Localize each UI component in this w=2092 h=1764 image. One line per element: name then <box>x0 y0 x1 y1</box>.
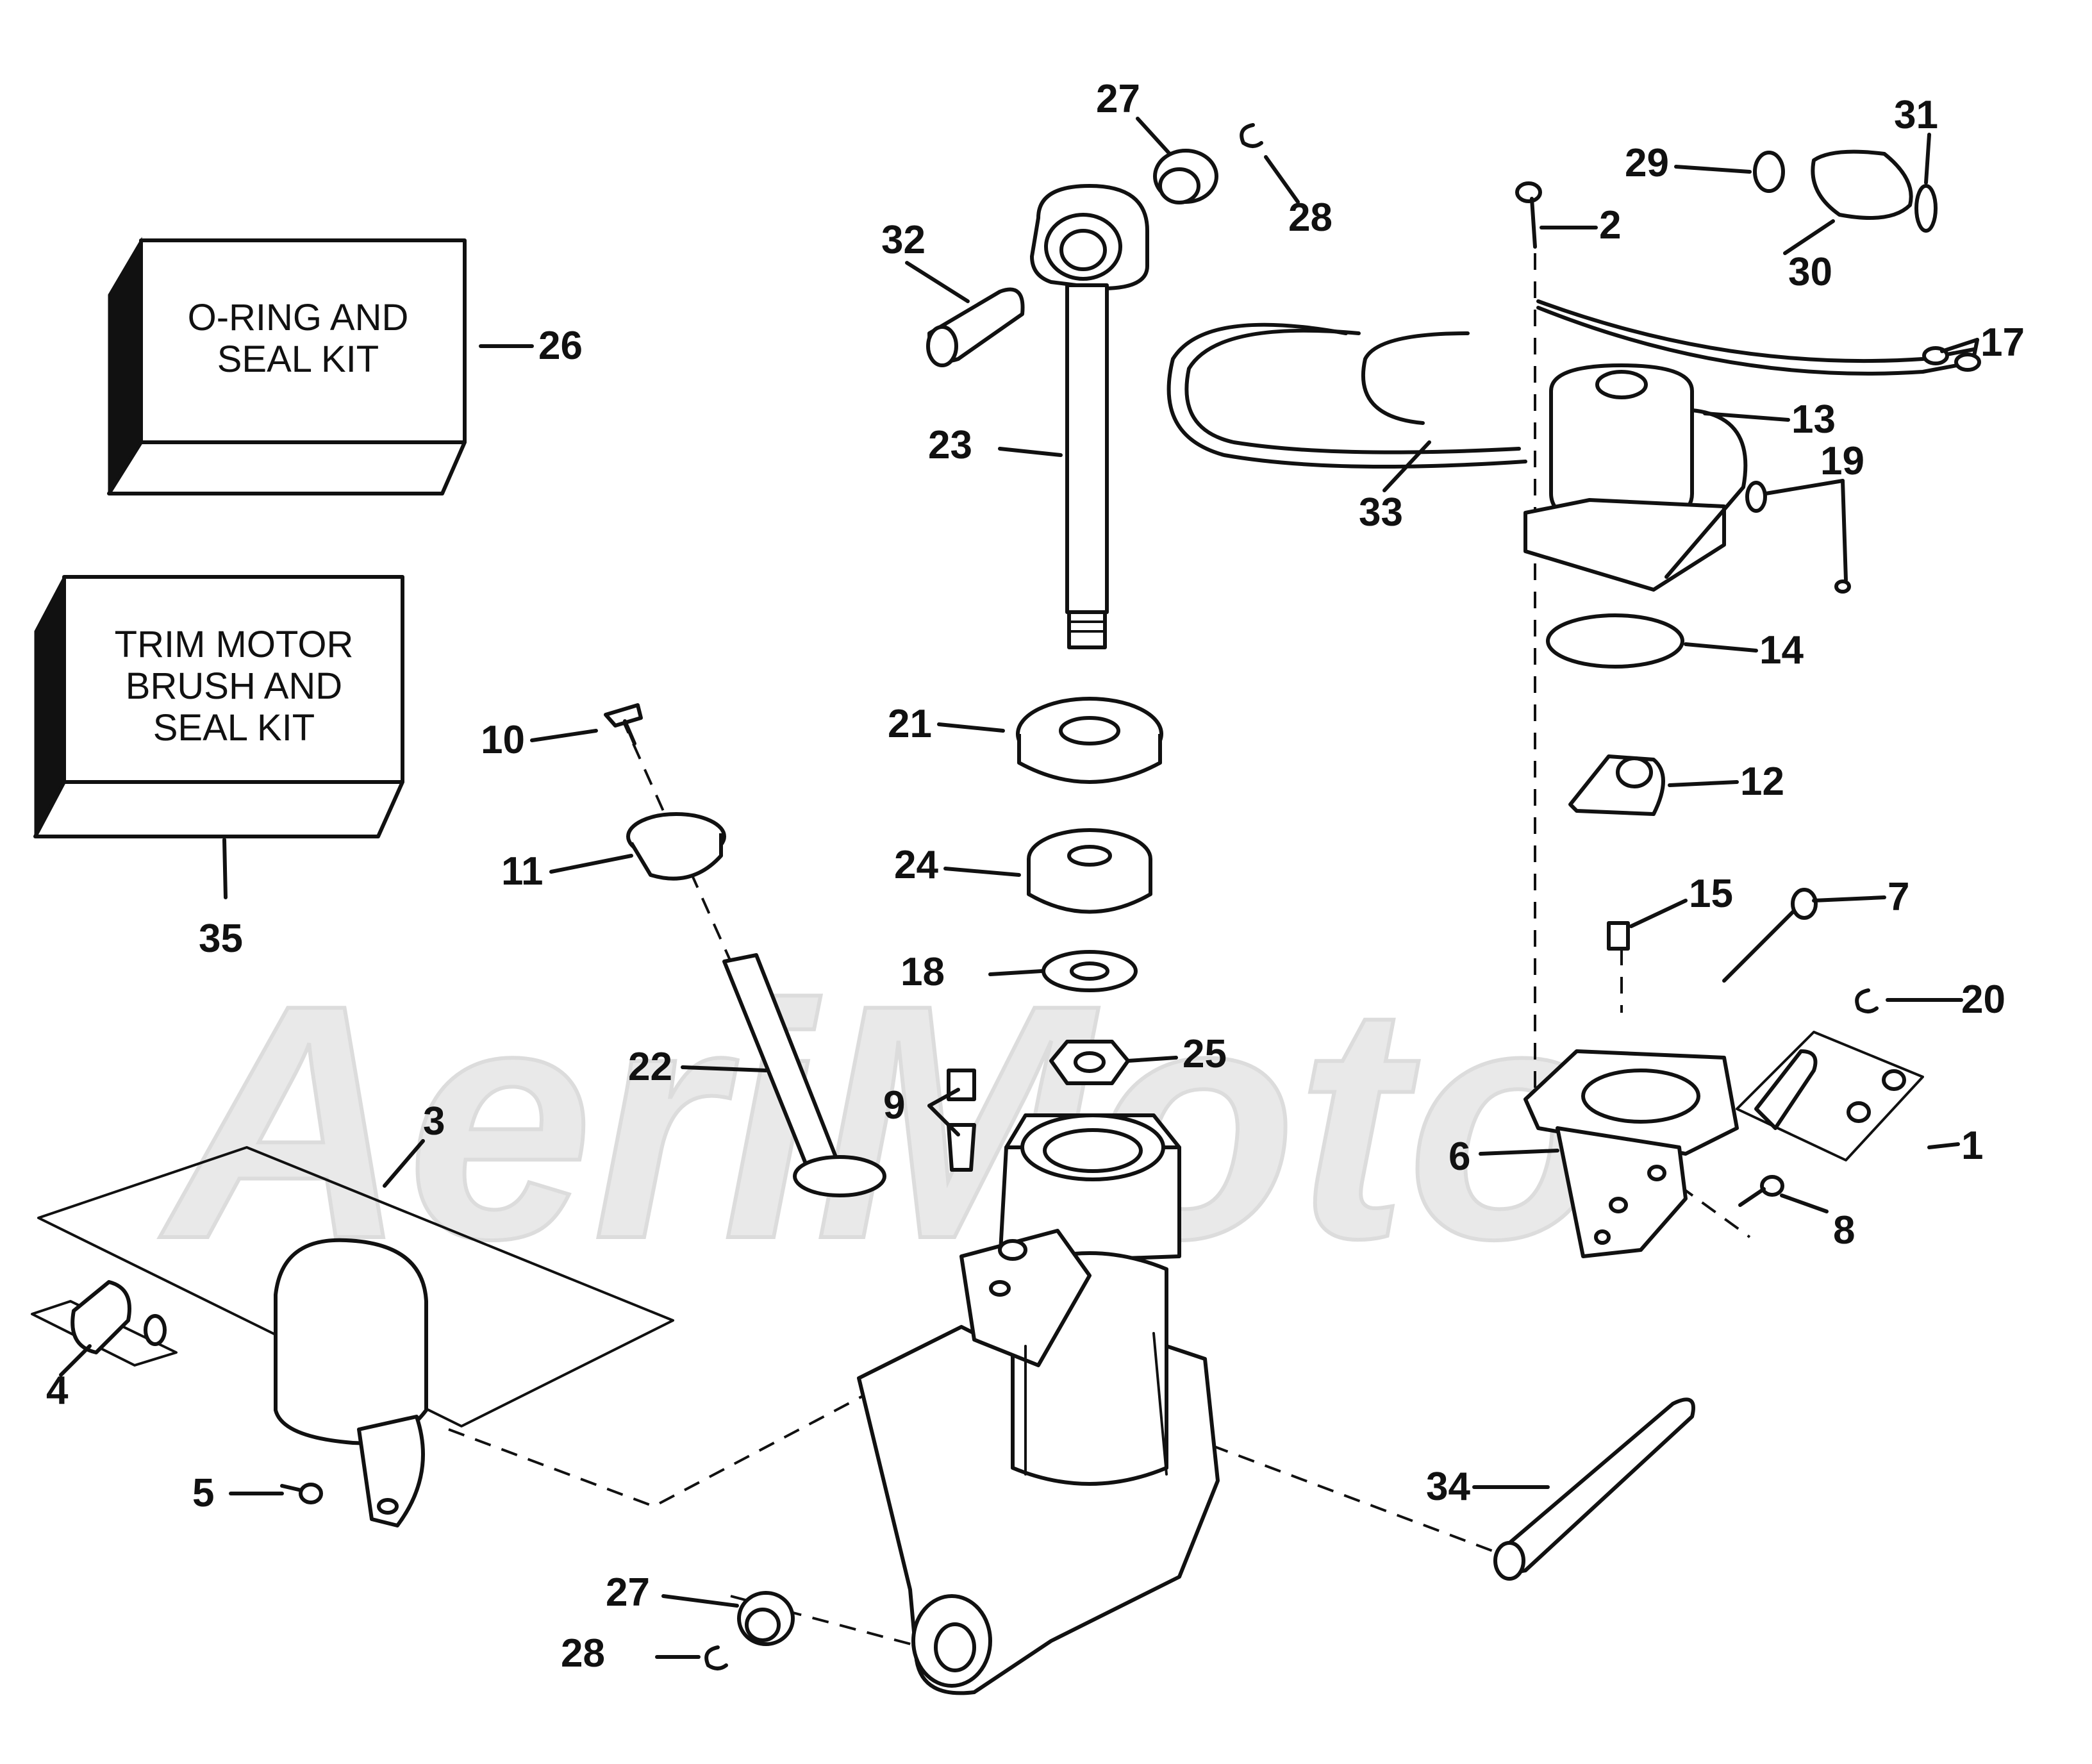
callout-8: 8 <box>1833 1208 1855 1252</box>
motor-end-parts <box>1753 149 1938 233</box>
callout-4: 4 <box>46 1369 69 1413</box>
callout-28-top: 28 <box>1288 196 1332 240</box>
o-ring-14 <box>1546 613 1684 669</box>
watermark: AeriMoto <box>154 934 1613 1310</box>
callout-7: 7 <box>1888 875 1909 919</box>
kit-26-line-2: SEAL KIT <box>217 338 379 380</box>
callout-22: 22 <box>628 1045 672 1089</box>
callout-numbers: 1 2 3 4 5 6 7 8 9 10 11 12 13 14 15 17 1… <box>46 77 2025 1676</box>
callout-25: 25 <box>1183 1032 1227 1076</box>
reservoir <box>37 1146 674 1527</box>
callout-11: 11 <box>501 849 544 894</box>
pivot-pin <box>926 287 1025 367</box>
bushing-bottom <box>704 1591 795 1670</box>
callout-33: 33 <box>1359 490 1403 535</box>
cylinder-housing <box>857 1113 1220 1695</box>
callout-23: 23 <box>928 423 972 467</box>
trim-motor <box>1166 299 1976 592</box>
callout-3: 3 <box>423 1099 445 1144</box>
screw-2 <box>1515 181 1542 249</box>
bushing-top <box>1153 123 1263 204</box>
callout-9: 9 <box>883 1083 905 1127</box>
callout-35: 35 <box>199 917 243 961</box>
callout-30: 30 <box>1788 250 1832 294</box>
callout-12: 12 <box>1740 760 1784 804</box>
valve-parts-left <box>604 703 886 1197</box>
bleed-screw <box>947 1069 976 1172</box>
callout-14: 14 <box>1759 628 1804 672</box>
filter-plug <box>31 1280 178 1367</box>
kit-box-trim-motor: TRIM MOTOR BRUSH AND SEAL KIT <box>33 575 404 838</box>
callout-31: 31 <box>1894 93 1938 137</box>
callout-26: 26 <box>538 324 583 368</box>
screw-5 <box>280 1483 323 1504</box>
callout-24: 24 <box>894 843 938 887</box>
kit-26-line-1: O-RING AND <box>188 297 409 338</box>
callout-27-bottom: 27 <box>606 1570 650 1615</box>
watermark-text: AeriMoto <box>156 936 1611 1308</box>
callout-5: 5 <box>192 1471 214 1515</box>
trim-rod <box>1030 184 1149 649</box>
callout-6: 6 <box>1449 1135 1470 1179</box>
callout-2: 2 <box>1599 203 1621 247</box>
kit-box-oring-seal: O-RING AND SEAL KIT <box>107 237 467 495</box>
callout-27-top: 27 <box>1096 77 1140 121</box>
callout-34: 34 <box>1426 1465 1470 1509</box>
kit-35-line-1: TRIM MOTOR <box>115 624 354 665</box>
callout-15: 15 <box>1689 872 1733 916</box>
clip-19 <box>1745 481 1851 594</box>
callout-20: 20 <box>1961 978 2005 1022</box>
kit-35-line-3: SEAL KIT <box>153 707 315 749</box>
callout-17: 17 <box>1980 320 2025 365</box>
part-12 <box>1568 754 1665 816</box>
kit-35-line-2: BRUSH AND <box>126 665 342 707</box>
callout-19: 19 <box>1820 439 1864 483</box>
callout-10: 10 <box>481 718 525 762</box>
callout-21: 21 <box>888 702 932 746</box>
callout-18: 18 <box>901 950 945 994</box>
pump-hardware <box>1607 888 1924 1207</box>
callout-28-bottom: 28 <box>561 1631 605 1676</box>
callout-29: 29 <box>1625 141 1669 185</box>
callout-13: 13 <box>1791 397 1836 442</box>
leader-lines <box>59 117 1979 1659</box>
pump-body <box>1523 1049 1739 1258</box>
lower-pin <box>1493 1397 1695 1581</box>
callout-32: 32 <box>881 218 926 262</box>
callout-1: 1 <box>1961 1124 1983 1168</box>
